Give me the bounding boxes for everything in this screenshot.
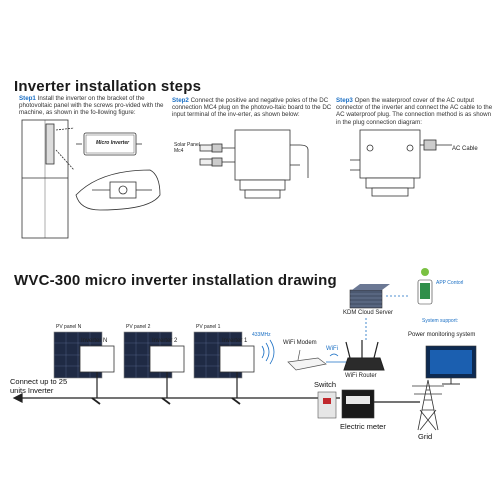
inverter-label-n: Inverter N bbox=[81, 338, 108, 344]
cloud-server bbox=[349, 284, 390, 309]
wifi-router-label: WiFi Router bbox=[345, 373, 377, 379]
step2-inverter-box bbox=[234, 129, 291, 181]
step1-tag: Step1 bbox=[19, 95, 36, 102]
step1-zoom-plug bbox=[109, 181, 137, 199]
electric-meter bbox=[341, 389, 375, 419]
system-support-label: System support: bbox=[422, 318, 459, 324]
installation-drawing-title: WVC-300 micro inverter installation draw… bbox=[14, 272, 337, 289]
phone-app bbox=[417, 268, 433, 305]
frequency-label: 433MHz bbox=[252, 332, 271, 338]
inverter-label-1: Inverter 1 bbox=[222, 338, 248, 344]
step3-body: Open the waterproof cover of the AC outp… bbox=[336, 97, 493, 126]
step1-body: Install the inverter on the bracket of t… bbox=[19, 95, 164, 117]
step1-text: Step1 Install the inverter on the bracke… bbox=[19, 95, 169, 117]
step2-text: Step2 Connect the positive and negative … bbox=[172, 97, 332, 119]
meter-label: Electric meter bbox=[340, 422, 386, 431]
step3-inverter-box bbox=[359, 129, 421, 179]
panel-label-2: PV panel 2 bbox=[126, 324, 151, 330]
step2-mc4-plug-1 bbox=[211, 143, 223, 153]
wifi-link bbox=[326, 353, 348, 363]
monitoring-label: Power monitoring system bbox=[408, 332, 476, 338]
installation-steps-title: Inverter installation steps bbox=[14, 78, 202, 95]
step3-text: Step3 Open the waterproof cover of the A… bbox=[336, 97, 496, 126]
step2-figure bbox=[199, 129, 309, 199]
switch-label: Switch bbox=[314, 380, 337, 389]
panel-label-n: PV panel N bbox=[56, 324, 82, 330]
step3-tag: Step3 bbox=[336, 97, 353, 104]
step1-figure bbox=[21, 119, 161, 239]
connect-label: Connect up to 25 units Inverter bbox=[10, 377, 68, 395]
monitoring-screen bbox=[425, 345, 477, 385]
ac-cable-label: AC Cable bbox=[452, 146, 478, 152]
inverter-boxes bbox=[79, 345, 255, 373]
step3-figure bbox=[350, 129, 452, 197]
step1-bracket bbox=[45, 123, 55, 165]
grid-tower bbox=[412, 379, 444, 431]
app-label: APP Contorl bbox=[436, 280, 464, 286]
wifi-label: WiFi bbox=[326, 346, 338, 352]
grid-label: Grid bbox=[418, 432, 433, 441]
step2-mc4-plug-2 bbox=[211, 157, 223, 167]
step3-ac-plug bbox=[423, 139, 437, 151]
switch-box bbox=[317, 391, 337, 419]
micro-inverter-label: Micro Inverter bbox=[96, 140, 130, 146]
solar-panel-label: Solar Panel Mc4 bbox=[174, 142, 200, 154]
wifi-modem-label: WiFi Modem bbox=[283, 340, 317, 346]
cloud-server-label: KDM Cloud Server bbox=[343, 310, 394, 316]
inverter-label-2: Inverter 2 bbox=[152, 338, 178, 344]
step2-body: Connect the positive and negative poles … bbox=[172, 97, 332, 119]
step2-tag: Step2 bbox=[172, 97, 189, 104]
wifi-modem bbox=[287, 349, 327, 371]
step1-zoom-outline bbox=[75, 169, 161, 211]
433mhz-link bbox=[261, 339, 275, 365]
wifi-router bbox=[343, 340, 385, 371]
cloud-links bbox=[365, 295, 410, 340]
ac-bus bbox=[12, 372, 420, 405]
panel-label-1: PV panel 1 bbox=[196, 324, 221, 330]
